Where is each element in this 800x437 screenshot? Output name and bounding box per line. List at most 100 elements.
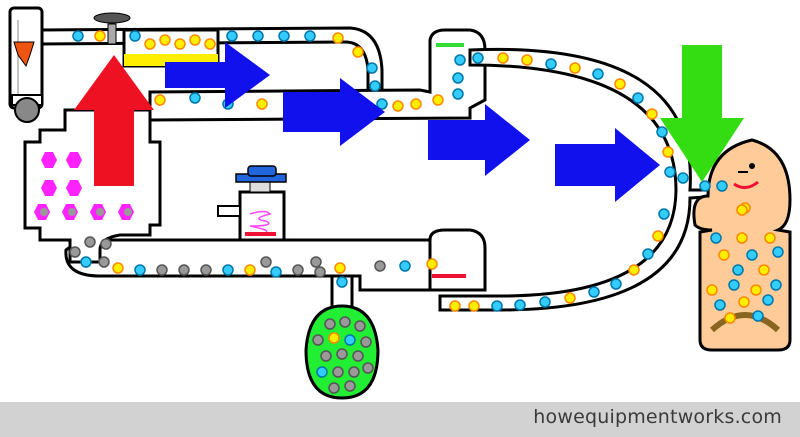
blue-particle — [699, 180, 711, 192]
blue-particle — [226, 30, 238, 42]
blue-particle — [752, 310, 764, 322]
flow-arrows — [74, 42, 744, 202]
yellow-particle — [750, 284, 762, 296]
yellow-particle — [468, 300, 480, 312]
blue-particle — [491, 300, 503, 312]
blue-particle — [72, 30, 84, 42]
grey-particle — [339, 316, 351, 328]
yellow-particle — [628, 264, 640, 276]
blue-particle — [762, 294, 774, 306]
yellow-particle — [144, 38, 156, 50]
grey-particle — [310, 256, 322, 268]
grey-particle — [320, 350, 332, 362]
apl-valve-icon — [217, 165, 287, 242]
yellow-particle — [94, 30, 106, 42]
flow-arrow-4 — [555, 128, 660, 202]
yellow-particle — [426, 258, 438, 270]
grey-particle — [348, 366, 360, 378]
grey-particle — [362, 362, 374, 374]
yellow-particle — [410, 98, 422, 110]
blue-particle — [545, 58, 557, 70]
yellow-particle — [432, 94, 444, 106]
blue-particle — [278, 30, 290, 42]
yellow-particle — [244, 264, 256, 276]
grey-particle — [292, 264, 304, 276]
blue-particle — [80, 256, 92, 268]
yellow-particle — [662, 146, 674, 158]
blue-particle — [772, 246, 784, 258]
gas-particles — [69, 30, 784, 394]
yellow-particle — [174, 38, 186, 50]
blue-particle — [656, 126, 668, 138]
grey-particle — [332, 366, 344, 378]
blue-particle — [714, 299, 726, 311]
grey-particle — [324, 318, 336, 330]
blue-particle — [642, 248, 654, 260]
blue-particle — [746, 249, 758, 261]
blue-particle — [539, 296, 551, 308]
grey-particle — [156, 264, 168, 276]
grey-particle — [360, 336, 372, 348]
blue-particle — [677, 172, 689, 184]
grey-particle — [69, 246, 81, 258]
yellow-particle — [646, 108, 658, 120]
blue-particle — [728, 279, 740, 291]
blue-particle — [732, 264, 744, 276]
yellow-particle — [154, 94, 166, 106]
yellow-particle — [614, 78, 626, 90]
site-label: howequipmentworks.com — [533, 406, 782, 428]
yellow-particle — [392, 100, 404, 112]
absorber-granules — [34, 152, 134, 220]
grey-particle — [336, 348, 348, 360]
blue-particle — [369, 80, 381, 92]
blue-particle — [304, 30, 316, 42]
flow-arrow-2 — [283, 78, 385, 146]
yellow-particle — [736, 204, 748, 216]
yellow-particle — [189, 34, 201, 46]
blue-particle — [399, 260, 411, 272]
grey-particle — [200, 264, 212, 276]
blue-particle — [336, 276, 348, 288]
yellow-particle — [706, 284, 718, 296]
blue-particle — [222, 264, 234, 276]
grey-particle — [352, 350, 364, 362]
blue-particle — [664, 166, 676, 178]
yellow-particle — [738, 296, 750, 308]
yellow-particle — [332, 32, 344, 44]
flow-arrow-3 — [428, 104, 530, 176]
blue-particle — [252, 30, 264, 42]
grey-particle — [374, 260, 386, 272]
yellow-particle — [328, 332, 340, 344]
yellow-particle — [497, 52, 509, 64]
blue-particle — [658, 208, 670, 220]
yellow-particle — [112, 262, 124, 274]
blue-particle — [588, 286, 600, 298]
blue-particle — [514, 299, 526, 311]
blue-particle — [770, 279, 782, 291]
grey-particle — [100, 238, 112, 250]
blue-particle — [452, 72, 464, 84]
yellow-particle — [159, 34, 171, 46]
blue-particle — [270, 266, 282, 278]
grey-particle — [344, 380, 356, 392]
grey-particle — [328, 382, 340, 394]
grey-particle — [354, 320, 366, 332]
grey-particle — [98, 256, 110, 268]
blue-particle — [592, 68, 604, 80]
yellow-particle — [564, 292, 576, 304]
blue-particle — [632, 92, 644, 104]
yellow-particle — [718, 249, 730, 261]
fresh-gas-in-arrow — [74, 55, 154, 186]
grey-particle — [314, 266, 326, 278]
flow-arrow-1 — [165, 42, 270, 108]
yellow-particle — [724, 312, 736, 324]
blue-particle — [316, 366, 328, 378]
yellow-particle — [449, 300, 461, 312]
yellow-particle — [521, 54, 533, 66]
yellow-particle — [256, 98, 268, 110]
blue-particle — [452, 88, 464, 100]
yellow-particle — [569, 62, 581, 74]
footer-bar: howequipmentworks.com — [0, 402, 800, 437]
yellow-particle — [334, 262, 346, 274]
